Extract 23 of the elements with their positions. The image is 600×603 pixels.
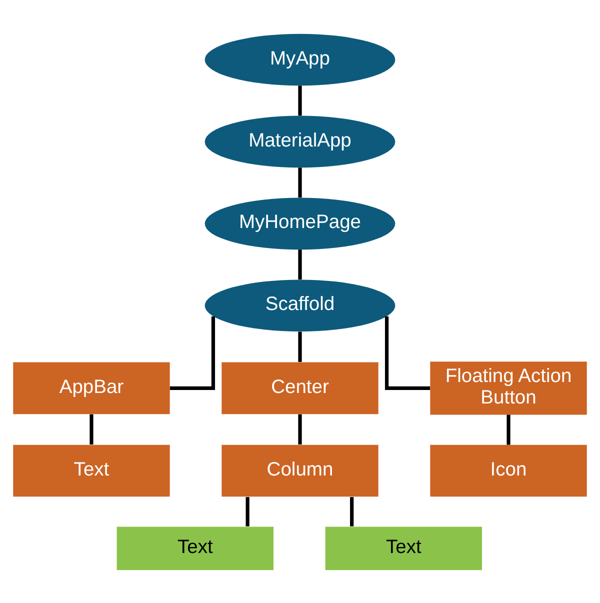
connector [170, 316, 216, 390]
node-box: Icon [430, 444, 587, 496]
node-box: AppBar [13, 362, 170, 414]
node-box: Column [222, 444, 378, 496]
connector [298, 167, 302, 198]
connector [298, 414, 302, 444]
node-box: Center [222, 362, 378, 414]
node-box: Text [13, 444, 170, 496]
connector [90, 414, 94, 444]
connector [384, 316, 430, 390]
node-box: Text [116, 526, 274, 570]
node-box: Floating Action Button [430, 361, 587, 414]
node-ellipse: MyApp [204, 33, 396, 86]
connector [298, 249, 302, 280]
connector [298, 85, 302, 116]
connector [298, 331, 302, 362]
connector [246, 496, 250, 526]
connector [506, 414, 510, 444]
node-ellipse: MyHomePage [204, 197, 396, 250]
node-box: Text [325, 526, 482, 570]
node-ellipse: MaterialApp [204, 115, 396, 168]
connector [350, 496, 354, 526]
node-ellipse: Scaffold [204, 279, 396, 332]
